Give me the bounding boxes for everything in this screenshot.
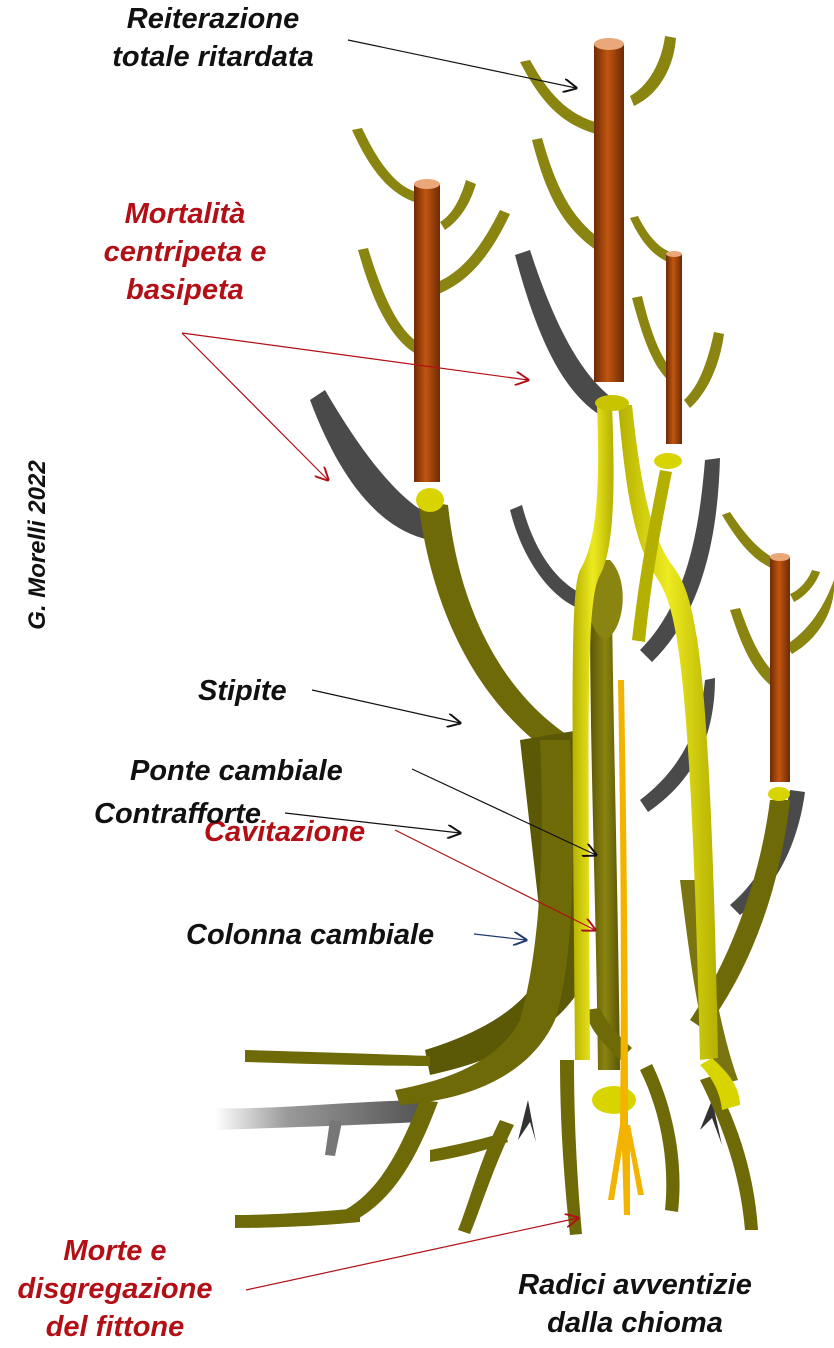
- arrow-stipite: [312, 690, 460, 723]
- arrow-colonna-cambiale: [474, 934, 526, 940]
- author-credit: G. Morelli 2022: [24, 460, 52, 629]
- arrow-mortalita-2: [182, 333, 328, 480]
- label-radici-avventizie: Radici avventizie dalla chioma: [505, 1266, 765, 1342]
- label-colonna-cambiale: Colonna cambiale: [186, 916, 434, 954]
- label-ponte-cambiale: Ponte cambiale: [130, 752, 343, 790]
- label-reiterazione: Reiterazione totale ritardata: [108, 0, 318, 76]
- label-contrafforte: Contrafforte: [94, 795, 261, 833]
- label-morte-fittone: Morte e disgregazione del fittone: [0, 1232, 230, 1346]
- arrow-reiterazione: [348, 40, 576, 88]
- label-mortalita: Mortalità centripeta e basipeta: [85, 195, 285, 309]
- arrow-mortalita-1: [182, 333, 528, 380]
- label-stipite: Stipite: [198, 672, 287, 710]
